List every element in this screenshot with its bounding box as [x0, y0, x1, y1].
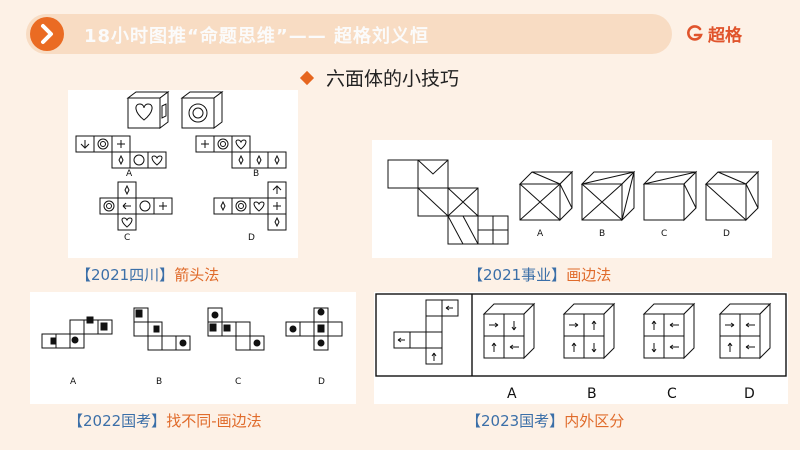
option-a-label: A	[507, 386, 517, 402]
option-b-label: B	[156, 377, 162, 387]
cube-net-figure-3: A B C D	[41, 307, 343, 387]
option-a-label: A	[537, 229, 544, 239]
cube-net-figure-4: A B C D	[375, 293, 787, 402]
caption-method: 画边法	[566, 266, 612, 284]
option-c-label: C	[667, 386, 677, 402]
puzzle-panel-draw-edge: A B C D	[372, 140, 772, 258]
header-title: 18小时图推“命题思维”—— 超格刘义恒	[84, 26, 429, 47]
caption-2021-sichuan: 【2021四川】箭头法	[76, 264, 219, 285]
caption-year: 【2021四川】	[76, 266, 175, 284]
g-logo-icon	[687, 25, 703, 41]
option-c-label: C	[124, 233, 130, 243]
option-d-label: D	[723, 229, 730, 239]
option-b-label: B	[253, 169, 259, 179]
option-b-label: B	[587, 386, 597, 402]
option-d-label: D	[318, 377, 325, 387]
cube-net-figure-1: A B C D	[75, 91, 287, 243]
caption-year: 【2022国考】	[68, 412, 167, 430]
caption-2022-guokao: 【2022国考】找不同-画边法	[68, 410, 262, 431]
puzzle-panel-find-difference: A B C D	[30, 292, 356, 404]
brand-logo: 超格	[686, 22, 742, 46]
caption-2021-shiye: 【2021事业】画边法	[468, 264, 611, 285]
topic-label: 六面体的小技巧	[326, 68, 460, 90]
chevron-right-icon[interactable]	[30, 17, 64, 51]
option-d-label: D	[744, 386, 755, 402]
option-a-label: A	[126, 169, 133, 179]
topic-heading: 六面体的小技巧	[299, 64, 460, 91]
caption-method: 内外区分	[564, 412, 625, 430]
header-bar	[26, 14, 672, 54]
option-b-label: B	[599, 229, 605, 239]
caption-2023-guokao: 【2023国考】内外区分	[466, 410, 624, 431]
option-d-label: D	[248, 233, 255, 243]
option-c-label: C	[661, 229, 667, 239]
puzzle-panel-arrow-method: A B C D	[68, 90, 298, 258]
option-c-label: C	[235, 377, 241, 387]
cube-net-figure-2: A B C D	[387, 159, 760, 245]
caption-method: 箭头法	[174, 266, 220, 284]
caption-year: 【2023国考】	[466, 412, 565, 430]
diamond-icon	[299, 70, 315, 85]
logo-text: 超格	[708, 25, 742, 46]
option-a-label: A	[70, 377, 77, 387]
caption-method: 找不同-画边法	[166, 412, 262, 430]
caption-year: 【2021事业】	[468, 266, 567, 284]
puzzle-panel-inside-outside: A B C D	[374, 292, 788, 404]
